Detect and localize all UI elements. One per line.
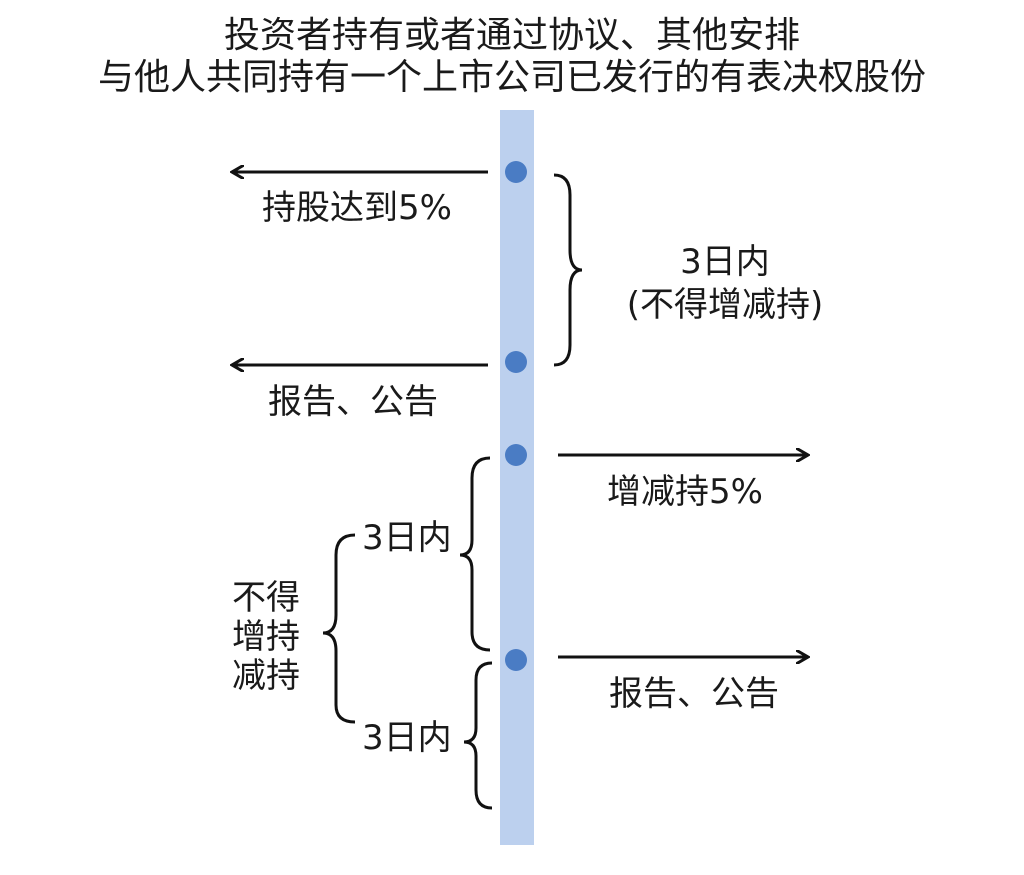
bracket-second-b: 3日内 — [362, 718, 452, 758]
bracket-second-a: 3日内 — [362, 518, 452, 558]
event-dot-4 — [505, 649, 527, 671]
event-label-1: 持股达到5% — [262, 188, 452, 228]
timeline-bar — [500, 110, 534, 845]
bracket-outer-line-2: 增持 — [232, 617, 300, 657]
event-label-4: 报告、公告 — [609, 674, 779, 714]
event-label-3: 增减持5% — [607, 472, 763, 512]
bracket-outer-line-3: 减持 — [232, 656, 300, 696]
brace-left-upper — [459, 456, 491, 652]
bracket-first-line-2: (不得增减持) — [626, 285, 824, 325]
brace-right-first — [553, 173, 583, 367]
event-dot-3 — [505, 444, 527, 466]
event-dot-1 — [505, 161, 527, 183]
bracket-outer-line-1: 不得 — [232, 578, 300, 618]
brace-left-lower — [463, 661, 493, 810]
event-label-2: 报告、公告 — [268, 382, 438, 422]
brace-left-outer — [322, 533, 356, 724]
title-line-1: 投资者持有或者通过协议、其他安排 — [223, 15, 800, 56]
event-dot-2 — [505, 351, 527, 373]
title-line-2: 与他人共同持有一个上市公司已发行的有表决权股份 — [97, 57, 926, 98]
bracket-first-line-1: 3日内 — [680, 242, 770, 282]
